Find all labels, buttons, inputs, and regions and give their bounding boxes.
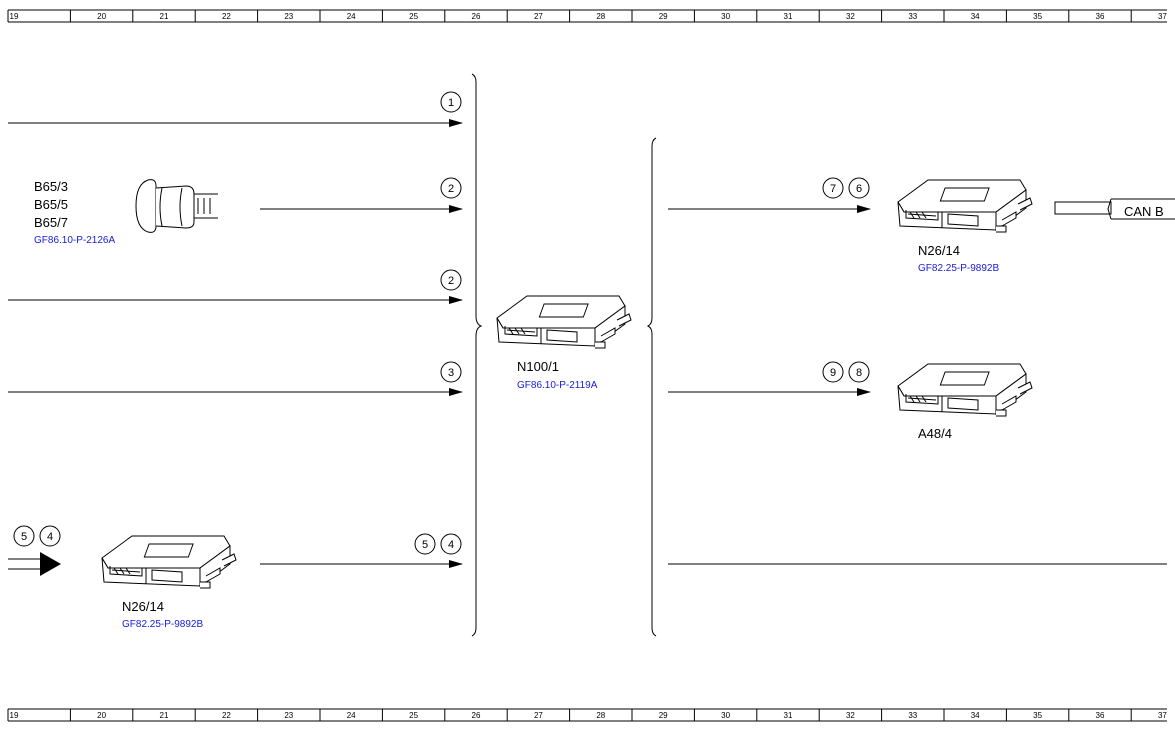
marker-1: 1 (440, 91, 462, 113)
bottom-ruler-column-label: 36 (1096, 711, 1105, 720)
bottom-ruler: 19 20 21 22 23 24 25 26 27 28 29 30 31 32 33 34 35 36 37 (7, 708, 1167, 722)
left-bracket (471, 73, 483, 637)
top-ruler-column-label: 28 (596, 12, 605, 21)
top-ruler-column-label: 35 (1033, 12, 1042, 21)
top-ruler-column-label: 19 (10, 12, 19, 21)
marker-4-right: 4 (440, 533, 462, 555)
top-ruler-column-label: 29 (659, 12, 668, 21)
bottom-ruler-column-label: 21 (160, 711, 169, 720)
a48-label: A48/4 (918, 426, 952, 441)
top-ruler-column-label: 22 (222, 12, 231, 21)
top-ruler-column-label: 37 (1158, 12, 1167, 21)
bottom-ruler-column-label: 23 (284, 711, 293, 720)
n100-ref-link[interactable]: GF86.10-P-2119A (517, 380, 598, 391)
top-ruler-column-label: 36 (1096, 12, 1105, 21)
incoming-bus-arrow (8, 552, 61, 576)
bottom-ruler-column-label: 34 (971, 711, 980, 720)
n26-left-ref-link[interactable]: GF82.25-P-9892B (122, 619, 203, 630)
marker-5-right: 5 (414, 533, 436, 555)
svg-text:8: 8 (856, 367, 862, 379)
top-ruler-column-label: 20 (97, 12, 106, 21)
svg-text:2: 2 (448, 183, 454, 195)
bottom-ruler-column-label: 37 (1158, 711, 1167, 720)
bottom-ruler-column-label: 25 (409, 711, 418, 720)
can-b-label: CAN B (1124, 204, 1164, 219)
marker-5-left: 5 (13, 525, 35, 547)
top-ruler-column-label: 30 (721, 12, 730, 21)
marker-2-upper: 2 (440, 177, 462, 199)
top-ruler-column-label: 26 (472, 12, 481, 21)
marker-7: 7 (822, 177, 844, 199)
top-ruler-column-label: 24 (347, 12, 356, 21)
top-ruler-column-label: 33 (908, 12, 917, 21)
top-ruler-column-label: 31 (784, 12, 793, 21)
bottom-ruler-column-label: 29 (659, 711, 668, 720)
svg-text:5: 5 (21, 531, 27, 543)
n26-right-ref-link[interactable]: GF82.25-P-9892B (918, 263, 999, 274)
top-ruler-column-label: 23 (284, 12, 293, 21)
n26-left-label: N26/14 (122, 599, 164, 614)
svg-text:1: 1 (448, 97, 454, 109)
marker-6: 6 (848, 177, 870, 199)
top-ruler-column-label: 34 (971, 12, 980, 21)
svg-text:3: 3 (448, 367, 454, 379)
bottom-ruler-column-label: 31 (784, 711, 793, 720)
marker-3: 3 (440, 361, 462, 383)
bottom-ruler-column-label: 27 (534, 711, 543, 720)
can-b-connector (1054, 198, 1175, 220)
svg-text:9: 9 (830, 367, 836, 379)
marker-8: 8 (848, 361, 870, 383)
sensor-label-3: B65/7 (34, 215, 68, 230)
sensor-label-1: B65/3 (34, 179, 68, 194)
right-bracket (646, 137, 657, 637)
svg-text:7: 7 (830, 183, 836, 195)
control-unit-n26-right-icon (897, 179, 1033, 233)
sensor-ref-link[interactable]: GF86.10-P-2126A (34, 235, 115, 246)
bottom-ruler-column-label: 30 (721, 711, 730, 720)
n26-right-label: N26/14 (918, 243, 960, 258)
control-unit-a48-icon (897, 363, 1033, 417)
bottom-ruler-column-label: 19 (10, 711, 19, 720)
bottom-ruler-column-label: 28 (596, 711, 605, 720)
sensor-label-2: B65/5 (34, 197, 68, 212)
top-ruler: 19 20 21 22 23 24 25 26 27 28 29 30 31 32 33 34 35 36 37 (7, 9, 1167, 23)
control-unit-n26-left-icon (101, 535, 237, 589)
top-ruler-column-label: 25 (409, 12, 418, 21)
sensor-icon (135, 179, 218, 233)
svg-text:2: 2 (448, 275, 454, 287)
marker-9: 9 (822, 361, 844, 383)
bottom-ruler-column-label: 32 (846, 711, 855, 720)
top-ruler-column-label: 32 (846, 12, 855, 21)
bottom-ruler-column-label: 33 (908, 711, 917, 720)
bottom-ruler-column-label: 24 (347, 711, 356, 720)
svg-text:4: 4 (448, 539, 454, 551)
marker-2-lower: 2 (440, 269, 462, 291)
top-ruler-column-label: 21 (160, 12, 169, 21)
marker-4-left: 4 (39, 525, 61, 547)
svg-text:5: 5 (422, 539, 428, 551)
svg-text:6: 6 (856, 183, 862, 195)
top-ruler-column-label: 27 (534, 12, 543, 21)
control-unit-n100-icon (496, 295, 632, 349)
svg-text:4: 4 (47, 531, 53, 543)
bottom-ruler-column-label: 26 (472, 711, 481, 720)
bottom-ruler-column-label: 35 (1033, 711, 1042, 720)
n100-label: N100/1 (517, 359, 559, 374)
bottom-ruler-column-label: 20 (97, 711, 106, 720)
bottom-ruler-column-label: 22 (222, 711, 231, 720)
